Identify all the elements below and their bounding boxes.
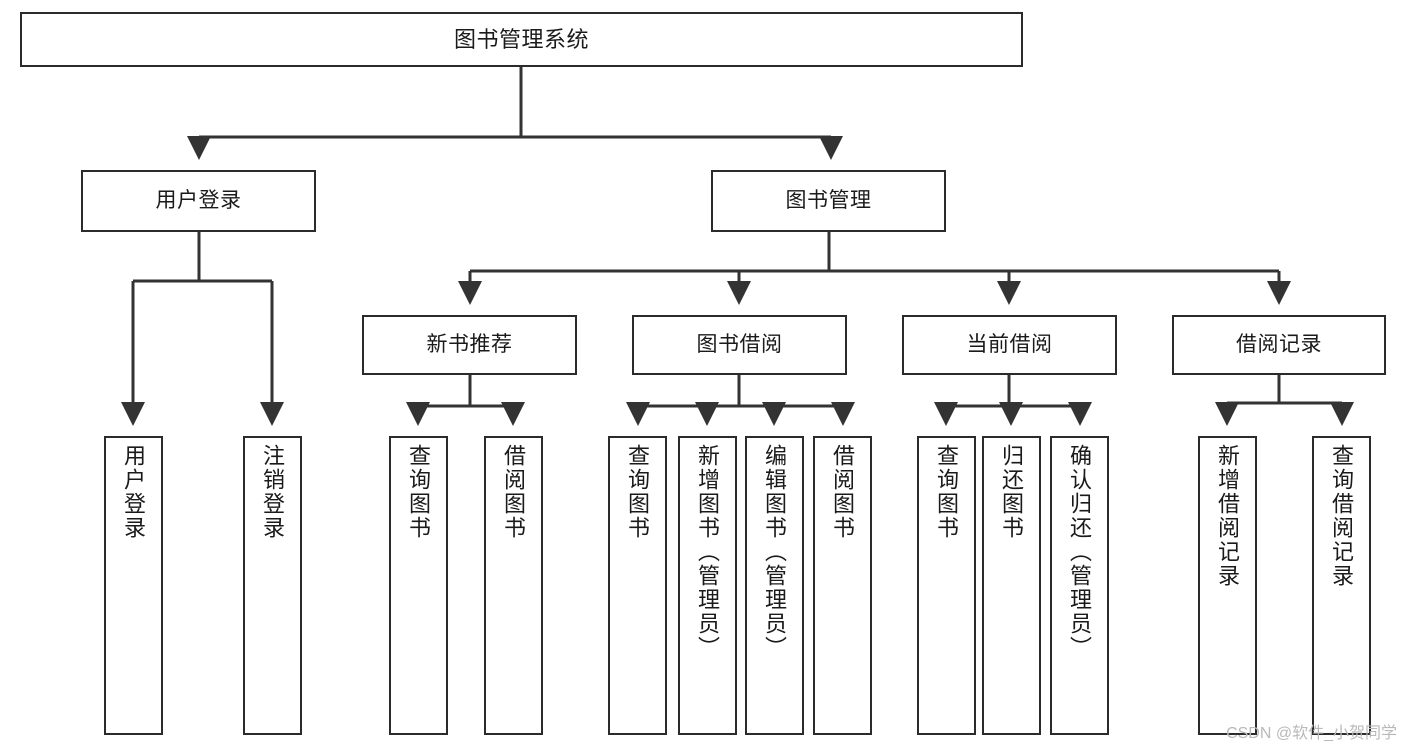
node-current-borrow[interactable]: 当前借阅 [902, 315, 1117, 375]
node-leaf-borrow-book[interactable]: 借阅图书 [813, 436, 872, 735]
node-leaf-query-book-recommend[interactable]: 查询图书 [389, 436, 448, 735]
node-label: 新增借阅记录 [1215, 444, 1241, 588]
node-label: 图书管理系统 [453, 26, 589, 52]
node-label: 图书借阅 [696, 332, 783, 356]
node-leaf-edit-book[interactable]: 编辑图书（管理员） [745, 436, 804, 735]
node-label: 新增图书（管理员） [695, 444, 721, 660]
node-label: 当前借阅 [966, 332, 1053, 356]
node-label: 用户登录 [121, 444, 147, 540]
node-label: 查询借阅记录 [1329, 444, 1355, 588]
node-leaf-confirm-return[interactable]: 确认归还（管理员） [1050, 436, 1109, 735]
node-leaf-query-borrow-record[interactable]: 查询借阅记录 [1312, 436, 1371, 735]
node-leaf-user-login[interactable]: 用户登录 [104, 436, 163, 735]
node-leaf-add-book[interactable]: 新增图书（管理员） [678, 436, 737, 735]
node-book-borrow[interactable]: 图书借阅 [632, 315, 847, 375]
node-user-login[interactable]: 用户登录 [81, 170, 316, 232]
node-label: 借阅图书 [501, 444, 527, 540]
node-label: 新书推荐 [426, 332, 513, 356]
node-label: 借阅记录 [1236, 332, 1322, 356]
node-root-system[interactable]: 图书管理系统 [20, 12, 1023, 67]
node-borrow-record[interactable]: 借阅记录 [1172, 315, 1386, 375]
node-label: 查询图书 [625, 444, 651, 540]
node-leaf-borrow-book-recommend[interactable]: 借阅图书 [484, 436, 543, 735]
node-new-book-recommend[interactable]: 新书推荐 [362, 315, 577, 375]
node-label: 查询图书 [934, 444, 960, 540]
node-leaf-add-borrow-record[interactable]: 新增借阅记录 [1198, 436, 1257, 735]
node-label: 用户登录 [155, 188, 242, 212]
node-label: 注销登录 [260, 444, 286, 540]
node-label: 图书管理 [785, 188, 872, 212]
node-book-manage[interactable]: 图书管理 [711, 170, 946, 232]
node-leaf-return-book[interactable]: 归还图书 [982, 436, 1041, 735]
node-leaf-query-book-current[interactable]: 查询图书 [917, 436, 976, 735]
node-label: 编辑图书（管理员） [762, 444, 788, 660]
node-leaf-query-book-borrow[interactable]: 查询图书 [608, 436, 667, 735]
node-label: 归还图书 [999, 444, 1025, 540]
node-leaf-logout-login[interactable]: 注销登录 [243, 436, 302, 735]
node-label: 确认归还（管理员） [1067, 444, 1093, 660]
node-label: 查询图书 [406, 444, 432, 540]
csdn-watermark: CSDN @软件_小贺同学 [1226, 725, 1397, 742]
node-label: 借阅图书 [830, 444, 856, 540]
